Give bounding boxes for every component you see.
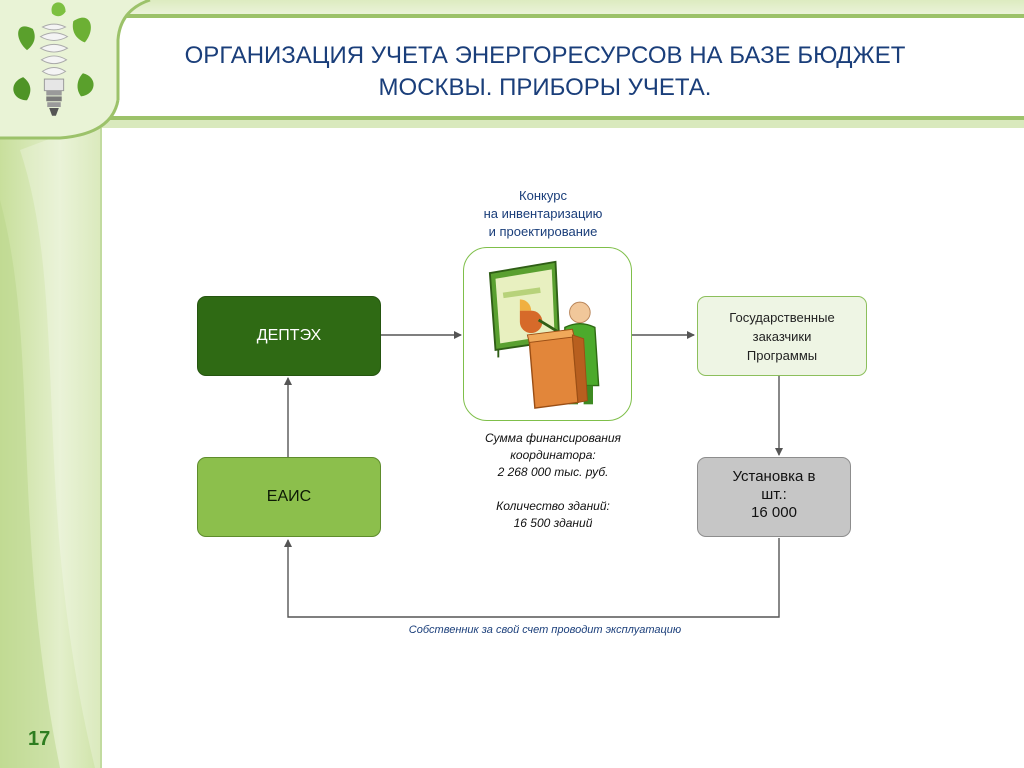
customers-line-3: Программы <box>746 347 818 363</box>
contest-caption-line-2: на инвентаризацию <box>483 206 603 221</box>
contest-caption: Конкурс на инвентаризацию и проектирован… <box>448 187 638 241</box>
slide-number: 17 <box>28 728 51 750</box>
install-box: Установка в шт.: 16 000 <box>697 457 851 537</box>
page-title: ОРГАНИЗАЦИЯ УЧЕТА ЭНЕРГОРЕСУРСОВ НА БАЗЕ… <box>130 40 960 104</box>
contest-box <box>463 247 632 421</box>
funding-note-line-2: координатора: <box>510 448 596 462</box>
funding-note-line-5: Количество зданий: <box>496 499 610 513</box>
install-line-1: Установка в <box>732 468 816 485</box>
funding-note: Сумма финансирования координатора: 2 268… <box>448 430 658 532</box>
install-line-3: 16 000 <box>751 504 797 521</box>
energy-bulb-icon <box>13 2 94 116</box>
funding-note-line-6: 16 500 зданий <box>513 516 593 530</box>
deptech-box: ДЕПТЭХ <box>197 296 381 376</box>
eais-box: ЕАИС <box>197 457 381 537</box>
customers-line-2: заказчики <box>752 328 812 344</box>
customers-line-1: Государственные <box>729 309 835 325</box>
owner-note: Собственник за свой счет проводит эксплу… <box>408 624 682 636</box>
funding-note-line-3: 2 268 000 тыс. руб. <box>497 465 609 479</box>
contest-caption-line-1: Конкурс <box>519 188 567 203</box>
funding-note-line-1: Сумма финансирования <box>485 431 621 445</box>
arrow-install-to-eais <box>284 538 780 618</box>
funding-note-spacer <box>448 481 658 498</box>
presenter-icon <box>488 260 599 409</box>
title-line-2: МОСКВЫ. ПРИБОРЫ УЧЕТА. <box>378 74 712 101</box>
title-line-1: ОРГАНИЗАЦИЯ УЧЕТА ЭНЕРГОРЕСУРСОВ НА БАЗЕ… <box>184 42 906 69</box>
contest-caption-line-3: и проектирование <box>488 224 598 239</box>
install-line-2: шт.: <box>761 486 787 503</box>
customers-box: Государственные заказчики Программы <box>697 296 867 376</box>
eais-label: ЕАИС <box>266 488 312 505</box>
deptech-label: ДЕПТЭХ <box>256 327 322 344</box>
